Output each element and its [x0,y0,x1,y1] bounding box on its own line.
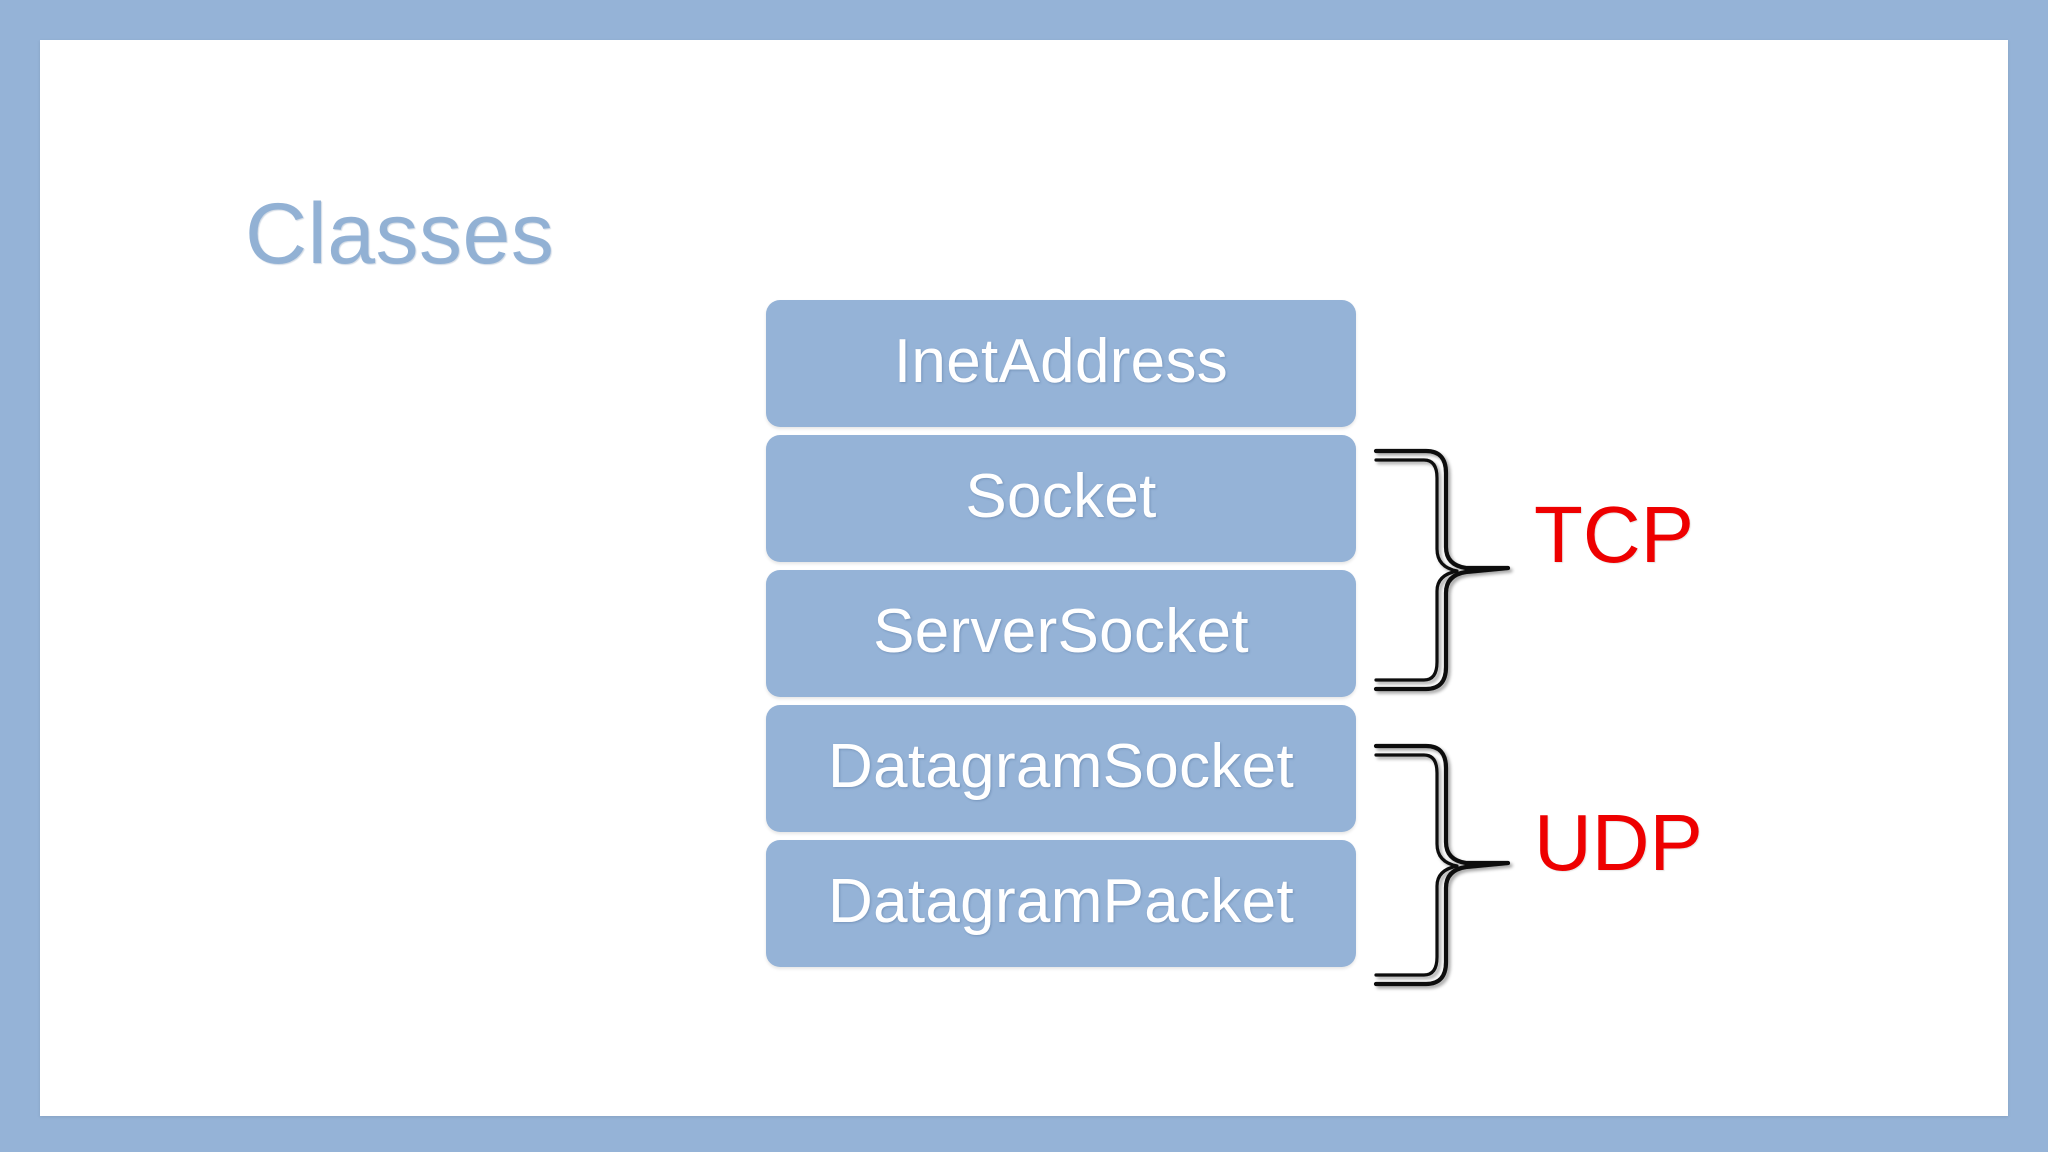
curly-brace-right-icon [1373,743,1511,987]
page-title: Classes [245,186,555,282]
class-box-datagramsocket[interactable]: DatagramSocket [766,705,1356,832]
class-box-stack: InetAddress Socket ServerSocket Datagram… [766,300,1356,967]
class-box-label: DatagramSocket [828,731,1294,801]
group-label-tcp: TCP [1534,490,1694,579]
curly-brace-right-icon [1373,448,1511,692]
class-box-label: Socket [965,461,1157,531]
class-box-label: DatagramPacket [828,866,1294,936]
group-label-udp: UDP [1534,798,1703,887]
class-box-serversocket[interactable]: ServerSocket [766,570,1356,697]
class-box-label: ServerSocket [873,596,1249,666]
brace-group-udp [1373,740,1534,990]
brace-group-tcp [1373,445,1534,695]
class-box-label: InetAddress [893,326,1229,396]
class-box-socket[interactable]: Socket [766,435,1356,562]
slide-content-area: Classes InetAddress Socket ServerSocket … [40,40,2008,1116]
class-box-datagrampacket[interactable]: DatagramPacket [766,840,1356,967]
class-box-inetaddress[interactable]: InetAddress [766,300,1356,427]
